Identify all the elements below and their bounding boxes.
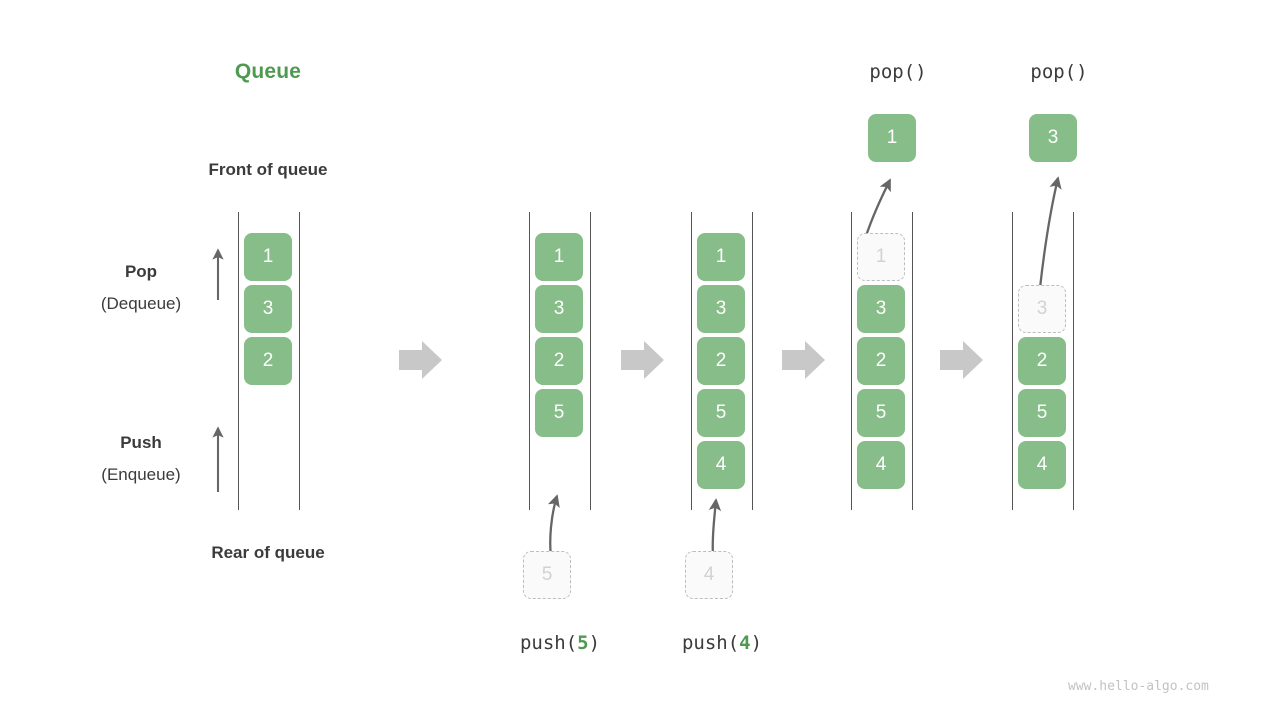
queue-rail — [298, 212, 301, 510]
front-of-queue-label: Front of queue — [208, 160, 328, 179]
push-call-prefix: push( — [681, 632, 740, 654]
queue-rail — [751, 212, 754, 510]
queue-box: 3 — [535, 285, 583, 333]
push-call-argument: 5 — [577, 632, 589, 654]
queue-rail — [589, 212, 592, 510]
push-label: Push — [120, 433, 162, 452]
incoming-ghost-box: 4 — [685, 551, 733, 599]
pop-label: Pop — [124, 262, 158, 281]
queue-box: 1 — [535, 233, 583, 281]
push-call-suffix: ) — [588, 632, 601, 654]
push-call-label: push(5) — [520, 632, 600, 654]
queue-box: 3 — [857, 285, 905, 333]
queue-box: 5 — [535, 389, 583, 437]
page-title: Queue — [234, 60, 302, 83]
push-4-arrow — [708, 498, 722, 558]
queue-box: 4 — [857, 441, 905, 489]
queue-box: 2 — [1018, 337, 1066, 385]
queue-rail — [690, 212, 693, 510]
queue-box: 4 — [1018, 441, 1066, 489]
step-arrow-4 — [940, 341, 983, 379]
queue-box: 3 — [697, 285, 745, 333]
queue-box: 1 — [244, 233, 292, 281]
push-5-arrow — [547, 494, 560, 558]
push-call-label: push(4) — [682, 632, 762, 654]
queue-rail — [1011, 212, 1014, 510]
push-call-argument: 4 — [739, 632, 751, 654]
queue-rail — [528, 212, 531, 510]
push-call-suffix: ) — [750, 632, 763, 654]
pop-3-arrow — [1038, 176, 1062, 289]
step-arrow-1 — [399, 341, 442, 379]
queue-box: 1 — [697, 233, 745, 281]
queue-ghost-box: 3 — [1018, 285, 1066, 333]
queue-rail — [850, 212, 853, 510]
popped-box: 3 — [1029, 114, 1077, 162]
step-arrow-3 — [782, 341, 825, 379]
queue-rail — [911, 212, 914, 510]
step-arrow-2 — [621, 341, 664, 379]
queue-ghost-box: 1 — [857, 233, 905, 281]
pop-call-label: pop() — [869, 61, 927, 83]
queue-box: 2 — [697, 337, 745, 385]
pop-call-label: pop() — [1030, 61, 1088, 83]
queue-box: 2 — [244, 337, 292, 385]
queue-box: 2 — [535, 337, 583, 385]
queue-box: 2 — [857, 337, 905, 385]
enqueue-label: (Enqueue) — [101, 465, 181, 484]
queue-box: 5 — [697, 389, 745, 437]
dequeue-label: (Dequeue) — [100, 294, 182, 313]
pop-1-arrow — [864, 178, 892, 237]
queue-rail — [237, 212, 240, 510]
queue-rail — [1072, 212, 1075, 510]
rear-of-queue-label: Rear of queue — [211, 543, 325, 562]
incoming-ghost-box: 5 — [523, 551, 571, 599]
push-call-prefix: push( — [519, 632, 578, 654]
queue-box: 5 — [1018, 389, 1066, 437]
queue-box: 4 — [697, 441, 745, 489]
watermark: www.hello-algo.com — [1068, 679, 1209, 694]
popped-box: 1 — [868, 114, 916, 162]
queue-box: 5 — [857, 389, 905, 437]
queue-box: 3 — [244, 285, 292, 333]
